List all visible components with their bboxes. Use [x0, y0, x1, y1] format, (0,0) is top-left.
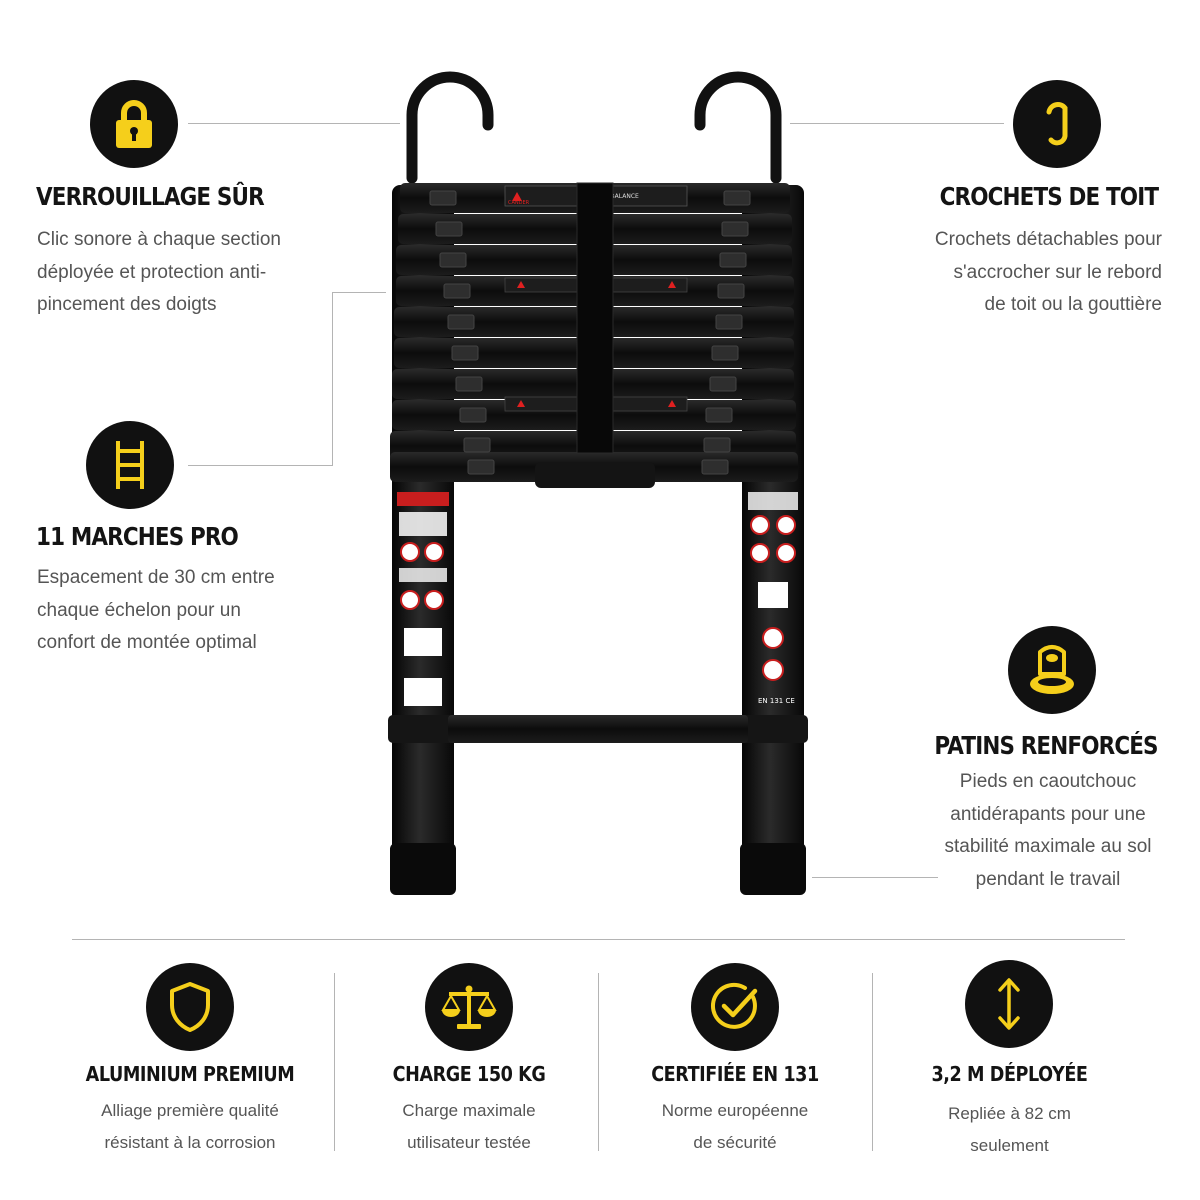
connector-steps-h2	[332, 292, 386, 293]
shield-icon	[170, 982, 210, 1032]
steps-description: Espacement de 30 cm entre chaque échelon…	[37, 567, 275, 653]
ladder-image: CANDER YOUR BALANCE EN 131 CE	[388, 71, 808, 895]
ladder-icon	[116, 441, 144, 489]
hooks-description: Crochets détachables pour s'accrocher su…	[934, 229, 1162, 315]
feet-description: Pieds en caoutchouc antidérapants pour u…	[944, 771, 1152, 890]
feet-title: PATINS RENFORCÉS	[934, 731, 1159, 760]
check-icon	[710, 982, 758, 1029]
certified-description: Norme européenne de sécurité	[661, 1101, 809, 1152]
roof-hook-left	[406, 71, 494, 184]
right-leg-stickers: EN 131 CE	[748, 492, 798, 705]
lock-description: Clic sonore à chaque section déployée et…	[37, 229, 281, 315]
padlock-icon	[116, 100, 152, 148]
column-divider-3	[872, 973, 873, 1151]
right-foot	[740, 843, 806, 895]
charge-badge	[425, 963, 513, 1051]
connector-lock	[188, 123, 400, 124]
carry-strap	[576, 182, 614, 454]
roof-hook-right	[694, 71, 782, 184]
charge-description: Charge maximale utilisateur testée	[402, 1101, 536, 1152]
aluminium-title: ALUMINIUM PREMIUM	[85, 1062, 295, 1086]
connector-feet	[812, 877, 938, 878]
left-leg-stickers	[397, 492, 449, 706]
connector-steps-v	[332, 292, 333, 466]
hooks-title: CROCHETS DE TOIT	[939, 182, 1158, 211]
hooks-badge	[1013, 80, 1101, 168]
svg-text:YOUR BALANCE: YOUR BALANCE	[591, 193, 639, 200]
svg-text:CANDER: CANDER	[508, 200, 530, 206]
lock-badge	[90, 80, 178, 168]
lock-title: VERROUILLAGE SÛR	[36, 182, 265, 211]
section-divider	[72, 939, 1125, 940]
bottom-rung	[448, 715, 748, 743]
connector-steps-h1	[188, 465, 333, 466]
column-divider-1	[334, 973, 335, 1151]
height-arrow-icon	[998, 978, 1020, 1030]
column-divider-2	[598, 973, 599, 1151]
charge-title: CHARGE 150 KG	[392, 1062, 546, 1086]
steps-title: 11 MARCHES PRO	[36, 522, 239, 551]
svg-text:EN 131 CE: EN 131 CE	[758, 697, 795, 705]
scale-icon	[441, 985, 497, 1029]
feet-badge	[1008, 626, 1096, 714]
connector-hooks	[790, 123, 1004, 124]
height-title: 3,2 M DÉPLOYÉE	[931, 1062, 1088, 1086]
left-foot	[390, 843, 456, 895]
certified-title: CERTIFIÉE EN 131	[651, 1062, 819, 1086]
rubber-foot-icon	[1030, 645, 1074, 694]
hook-icon	[1046, 102, 1068, 146]
carry-handle	[535, 462, 655, 488]
steps-badge	[86, 421, 174, 509]
aluminium-description: Alliage première qualité résistant à la …	[101, 1101, 279, 1152]
certified-badge	[691, 963, 779, 1051]
height-badge	[965, 960, 1053, 1048]
aluminium-badge	[146, 963, 234, 1051]
height-description: Repliée à 82 cm seulement	[948, 1104, 1071, 1155]
